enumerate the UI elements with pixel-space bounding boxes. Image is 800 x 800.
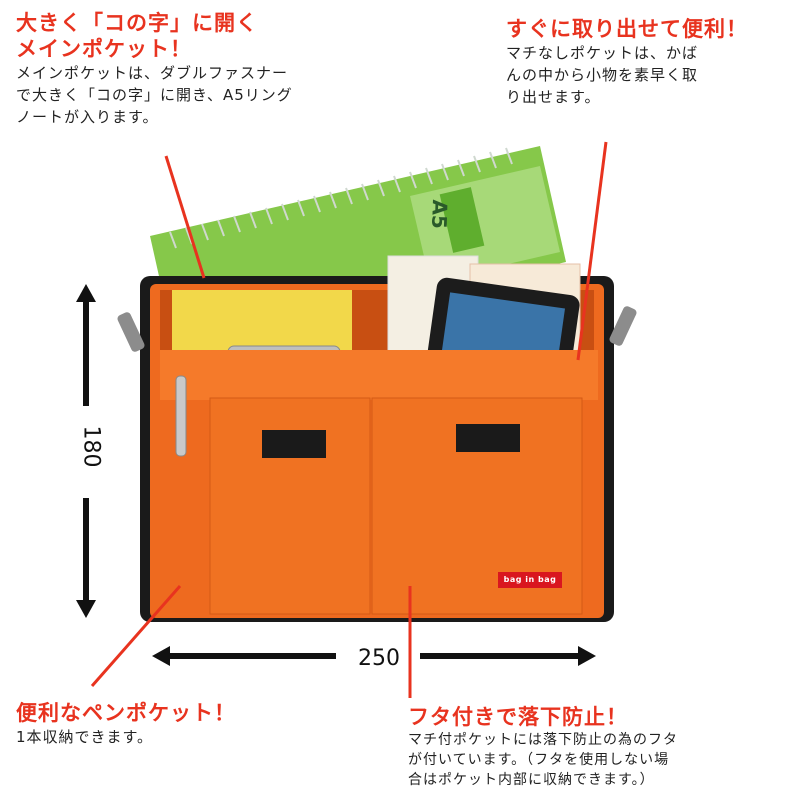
callout-main-pocket: 大きく「コの字」に開く メインポケット！ メインポケットは、ダブルファスナー で… [16,10,396,128]
dimension-arrows [76,284,596,666]
notebook-size-label: A5 [426,199,452,230]
callout-body: ノートが入ります。 [16,108,159,126]
callout-body: マチなしポケットは、かば [506,44,699,62]
callout-body: んの中から小物を素早く取 [506,66,699,84]
callout-body: で大きく「コの字」に開き、A5リング [16,86,293,104]
callout-flap-pocket: フタ付きで落下防止！ マチ付ポケットには落下防止の為のフタ が付いています。（フ… [408,704,798,790]
height-dimension-label: 180 [78,425,104,468]
callout-lines [90,141,608,698]
bag-image [117,255,637,622]
callout-body: 合はポケット内部に収納できます。） [408,772,655,788]
callout-heading: 大きく「コの字」に開く [16,11,258,35]
callout-body: り出せます。 [506,88,601,106]
callout-body: メインポケットは、ダブルファスナー [16,64,289,82]
callout-heading: メインポケット！ [16,37,192,61]
callout-quick-pocket: すぐに取り出せて便利！ マチなしポケットは、かば んの中から小物を素早く取 り出… [506,16,796,108]
callout-body: が付いています。（フタを使用しない場 [408,752,670,768]
callout-pen-pocket: 便利なペンポケット！ 1本収納できます。 [16,700,336,748]
callout-body: マチ付ポケットには落下防止の為のフタ [408,732,678,748]
callout-body: 1本収納できます。 [16,728,154,746]
width-dimension-label: 250 [358,646,400,671]
brand-tag: bag in bag [498,572,562,588]
callout-heading: 便利なペンポケット！ [16,701,236,725]
callout-heading: フタ付きで落下防止！ [408,705,628,729]
callout-heading: すぐに取り出せて便利！ [506,17,748,41]
